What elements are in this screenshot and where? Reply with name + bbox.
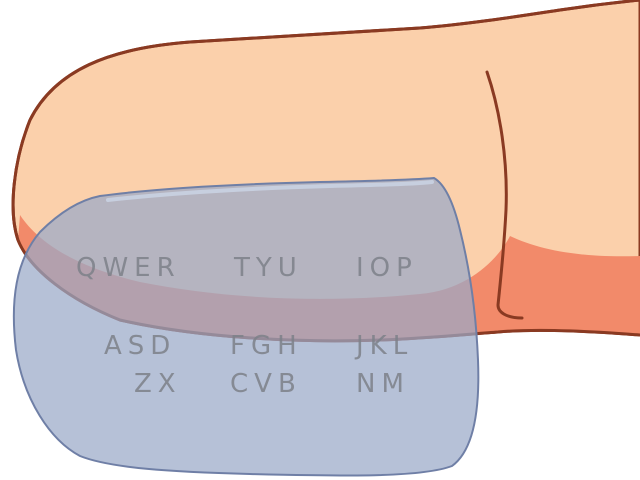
key-group-cvb: CVB: [230, 369, 302, 399]
key-group-tyu: TYU: [233, 253, 303, 283]
key-group-zx: ZX: [134, 369, 182, 399]
key-group-iop: IOP: [356, 253, 418, 283]
keyboard-overlay-highlight: [106, 180, 434, 202]
keyboard-overlay: [12, 176, 480, 477]
key-group-asd: ASD: [104, 331, 176, 361]
key-group-jkl: JKL: [354, 331, 413, 361]
key-group-qwer: QWER: [76, 253, 181, 283]
key-group-nm: NM: [356, 369, 410, 399]
key-group-fgh: FGH: [230, 331, 303, 361]
nail-edge-line: [485, 70, 524, 320]
